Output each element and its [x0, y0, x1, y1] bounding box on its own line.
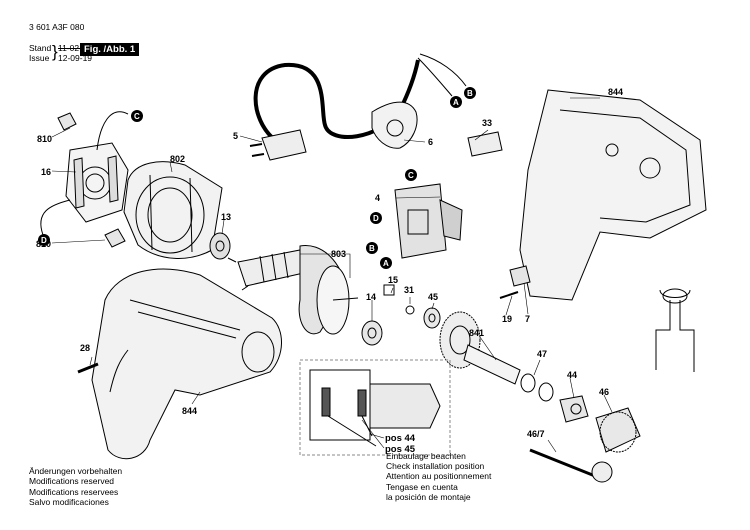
- marker-d-left: D: [41, 236, 47, 245]
- marker-a-switch: A: [383, 259, 389, 268]
- label-31: 31: [404, 285, 414, 295]
- chuck-key-drawing: [529, 448, 613, 483]
- part-33-drawing: [467, 131, 503, 157]
- install-note-es-1: Tengase en cuenta: [386, 481, 458, 492]
- label-6: 6: [428, 137, 433, 147]
- part-15-drawing: [383, 284, 395, 296]
- marker-d-switch: D: [373, 214, 379, 223]
- pos-45-label: pos 45: [385, 444, 416, 455]
- label-844-bottom: 844: [182, 406, 197, 416]
- install-note-en: Check installation position: [386, 461, 485, 472]
- leader-lines: [51, 97, 613, 453]
- marker-b-switch: B: [369, 244, 375, 253]
- install-note-es-2: la posición de montaje: [386, 491, 471, 502]
- armature-drawing: [227, 245, 359, 335]
- screw-28-drawing: [77, 362, 99, 374]
- stand-label: Stand: [29, 43, 52, 53]
- field-coil-drawing: [123, 161, 223, 259]
- label-5: 5: [233, 131, 238, 141]
- clip-detail-drawing: [655, 288, 695, 372]
- label-4: 4: [375, 193, 380, 203]
- brush-holder-drawing: [65, 142, 129, 223]
- change-note-en: Modifications reserved: [29, 476, 115, 487]
- housing-half-drawing: [519, 89, 707, 301]
- label-13: 13: [221, 212, 231, 222]
- label-46: 46: [599, 387, 609, 397]
- figure-badge: Fig. /Abb. 1: [80, 43, 140, 56]
- marker-c-top: C: [134, 112, 140, 121]
- part-labels: 810 16 810 802 13 5 6 4 33 844 803 15 31…: [36, 87, 623, 439]
- chuck-drawing: [595, 407, 641, 453]
- label-14: 14: [366, 292, 376, 302]
- switch-drawing: [394, 183, 463, 259]
- install-note-fr: Attention au positionnement: [386, 471, 492, 482]
- installation-notes: Einbaulage beachten Check installation p…: [386, 451, 491, 502]
- label-844-top: 844: [608, 87, 623, 97]
- change-note-es: Salvo modificaciones: [29, 496, 109, 507]
- label-45: 45: [428, 292, 438, 302]
- assembled-drill-drawing: [91, 268, 282, 460]
- marker-c-switch: C: [408, 171, 414, 180]
- cable-guard-drawing: [371, 101, 418, 149]
- part-7-drawing: [509, 265, 531, 287]
- label-46-7: 46/7: [527, 429, 545, 439]
- change-note-fr: Modifications reservees: [29, 486, 119, 497]
- retaining-rings-drawing: [520, 373, 554, 402]
- carbon-brush-drawing: [57, 112, 126, 248]
- label-47: 47: [537, 349, 547, 359]
- part-31-drawing: [405, 305, 415, 315]
- label-841: 841: [469, 328, 484, 338]
- part-45-drawing: [423, 307, 441, 329]
- label-15: 15: [388, 275, 398, 285]
- part-44-drawing: [559, 395, 589, 423]
- issue-date: 12-09-19: [58, 53, 93, 63]
- connection-markers: C D A B C D B A: [38, 87, 476, 269]
- installation-inset-drawing: [299, 359, 451, 456]
- label-44: 44: [567, 370, 577, 380]
- marker-b-cable: B: [467, 89, 473, 98]
- label-33: 33: [482, 118, 492, 128]
- doc-number: 3 601 A3F 080: [29, 22, 85, 32]
- issue-label: Issue: [29, 53, 50, 63]
- label-802: 802: [170, 154, 185, 164]
- change-note-de: Änderungen vorbehalten: [29, 466, 123, 476]
- label-28: 28: [80, 343, 90, 353]
- label-810-top: 810: [37, 134, 52, 144]
- pos-44-label: pos 44: [385, 433, 416, 444]
- brush-wire-upper: [96, 111, 129, 151]
- change-notes: Änderungen vorbehalten Modifications res…: [29, 466, 122, 507]
- marker-a-cable: A: [453, 98, 459, 107]
- label-19: 19: [502, 314, 512, 324]
- bearing-drawing: [209, 232, 231, 260]
- cable-leads: [417, 53, 467, 97]
- label-803: 803: [331, 249, 346, 259]
- label-7: 7: [525, 314, 530, 324]
- bearing-14-drawing: [361, 320, 383, 346]
- date-brace: }: [52, 42, 58, 61]
- stand-date: 11-02-15: [58, 43, 92, 53]
- brush-wire-lower: [40, 199, 71, 236]
- label-16: 16: [41, 167, 51, 177]
- screw-19-drawing: [499, 291, 519, 299]
- install-note-de: Einbaulage beachten: [386, 451, 466, 461]
- spindle-gear-drawing: [439, 311, 521, 385]
